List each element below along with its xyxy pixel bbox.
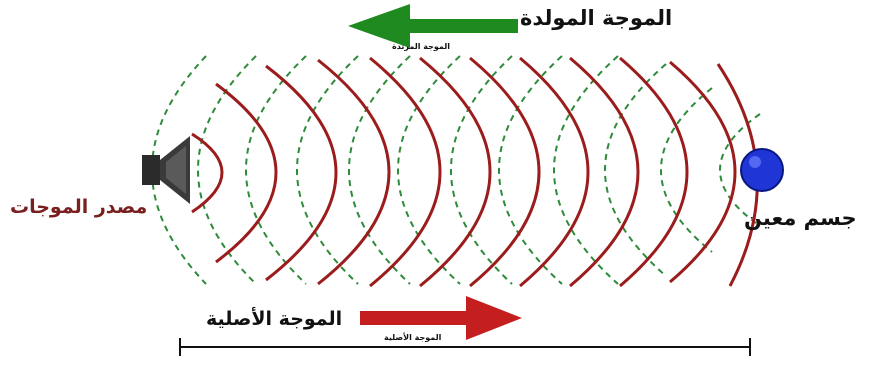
original-wave-sublabel: الموجة الأصلية [384,333,441,342]
original-wavefront [192,134,222,212]
original-wavefront [318,60,389,284]
generated-wave-sublabel: الموجة المرتدة [392,42,450,51]
original-wave-label: الموجة الأصلية [206,308,342,330]
wave-source-label: مصدر الموجات [10,196,147,218]
reflected-wavefront [198,56,256,284]
original-wavefront [670,62,735,282]
generated-wave-label: الموجة المولدة [520,6,672,30]
speaker-icon [142,136,190,204]
original-wavefront [620,58,687,286]
reflected-wavefront [554,56,618,284]
original-wavefront [570,58,638,286]
reflected-wavefront [349,56,410,284]
object-label: جسم معين [744,206,857,230]
distance-bracket [180,338,750,356]
sphere-icon [741,149,783,191]
